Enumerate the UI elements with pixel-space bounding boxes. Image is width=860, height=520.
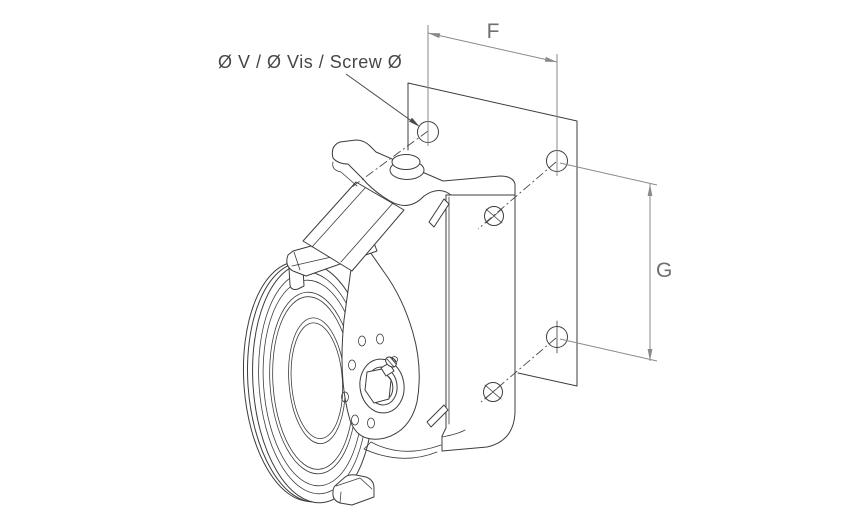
bolt-hole-icon	[341, 333, 384, 429]
wheel-foot	[332, 474, 375, 506]
bracket-slot	[426, 404, 449, 428]
dimension-g-label: G	[656, 259, 672, 282]
wheel-hub	[359, 358, 405, 414]
arrowhead-icon	[647, 349, 653, 361]
arrowhead-icon	[544, 56, 557, 62]
arrowhead-icon	[409, 117, 420, 127]
bottom-flange-arm	[363, 441, 442, 459]
arrowhead-icon	[647, 184, 653, 196]
dimension-f: F	[427, 20, 558, 176]
leader-line	[345, 73, 414, 123]
grease-fitting-icon	[380, 356, 399, 377]
bracket-slot	[428, 198, 450, 228]
screw-diameter-note: Ø V / Ø Vis / Screw Ø	[218, 52, 420, 127]
wall-mounting-plate	[407, 82, 578, 387]
kingpin-boss	[389, 154, 425, 180]
dimension-f-label: F	[487, 20, 500, 43]
fork-leg-plate	[341, 251, 420, 440]
dimension-g: G	[559, 162, 672, 362]
screw-note-label: Ø V / Ø Vis / Screw Ø	[218, 52, 402, 72]
fork-struts	[302, 181, 405, 272]
arrowhead-icon	[428, 33, 441, 39]
centerlines	[351, 130, 557, 403]
caster-wheel	[242, 261, 374, 504]
